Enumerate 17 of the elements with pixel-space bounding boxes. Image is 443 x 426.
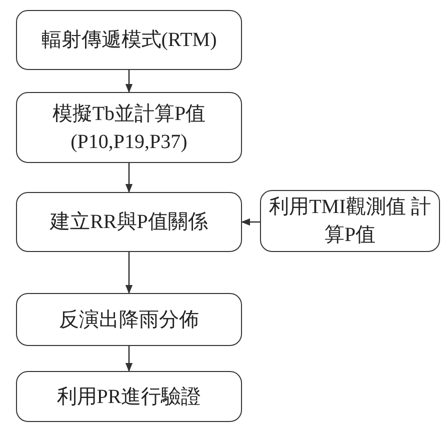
process-box [260,190,440,252]
box-text: 利用TMI觀測值 計算P值 [268,195,432,248]
box-text: 輻射傳遞模式(RTM) [40,28,218,53]
arrow [241,218,260,226]
arrow [125,346,133,372]
arrow [125,252,133,294]
arrow [125,163,133,193]
arrow [125,70,133,93]
process-box [16,192,242,252]
process-box [16,371,242,422]
box-text: 建立RR與P值關係 [48,210,209,235]
box-text: 利用PR進行驗證 [56,384,202,410]
process-box [16,10,242,70]
box-text: 反演出降雨分佈 [58,308,200,332]
process-box [16,92,242,163]
box-text: 模擬Tb並計算P值 (P10,P19,P37) [51,102,207,154]
process-box [16,293,242,346]
